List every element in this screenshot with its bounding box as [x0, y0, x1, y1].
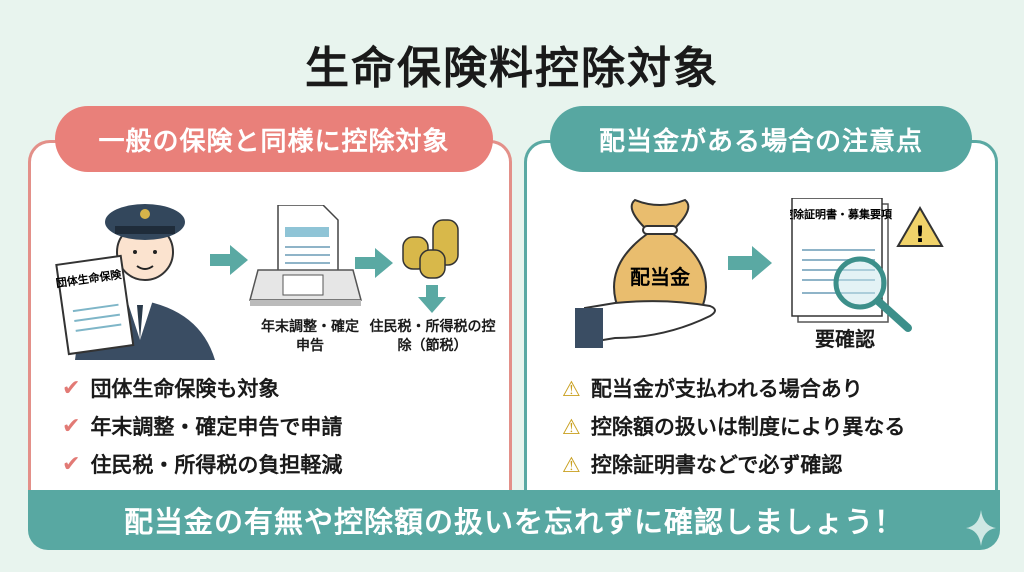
check-icon: ✔ — [62, 376, 81, 401]
step2-caption: 年末調整・確定申告 — [261, 319, 359, 354]
step3-caption: 住民税・所得税の控除（節税） — [369, 319, 496, 354]
svg-text:!: ! — [915, 223, 925, 248]
list-item: ✔住民税・所得税の負担軽減 — [62, 446, 342, 484]
form-on-tray-illustration — [249, 205, 362, 306]
check-required-caption: 要確認 — [815, 327, 875, 351]
right-header: 配当金がある場合の注意点 — [550, 106, 972, 172]
officer-illustration: 団体生命保険 — [55, 204, 215, 360]
list-item: ✔団体生命保険も対象 — [62, 370, 342, 408]
warning-icon: ⚠ — [562, 377, 581, 401]
list-item: ⚠控除証明書などで必ず確認 — [562, 446, 905, 484]
bottom-banner: 配当金の有無や控除額の扱いを忘れずに確認しましょう！ — [28, 490, 1000, 550]
check-icon: ✔ — [62, 452, 81, 477]
list-item: ✔年末調整・確定申告で申請 — [62, 408, 342, 446]
left-header: 一般の保険と同様に控除対象 — [55, 106, 493, 172]
arrow-icon — [728, 246, 772, 280]
coins-icon — [402, 219, 459, 313]
list-item: ⚠控除額の扱いは制度により異なる — [562, 408, 905, 446]
page-title: 生命保険料控除対象 — [305, 43, 719, 94]
warning-icon: ⚠ — [562, 415, 581, 439]
arrow-icon — [355, 248, 393, 278]
list-item: ⚠配当金が支払われる場合あり — [562, 370, 905, 408]
left-list: ✔団体生命保険も対象 ✔年末調整・確定申告で申請 ✔住民税・所得税の負担軽減 — [62, 370, 342, 484]
document-magnifier-illustration: 控除証明書・募集要項 ! — [790, 198, 944, 332]
money-bag-illustration: 配当金 — [575, 198, 716, 348]
bag-label: 配当金 — [630, 265, 691, 289]
check-icon: ✔ — [62, 414, 81, 439]
right-list: ⚠配当金が支払われる場合あり ⚠控除額の扱いは制度により異なる ⚠控除証明書など… — [562, 370, 905, 484]
warning-icon: ⚠ — [562, 453, 581, 477]
sparkle-icon — [966, 510, 996, 546]
arrow-icon — [210, 245, 248, 275]
doc-label: 控除証明書・募集要項 — [790, 207, 893, 221]
